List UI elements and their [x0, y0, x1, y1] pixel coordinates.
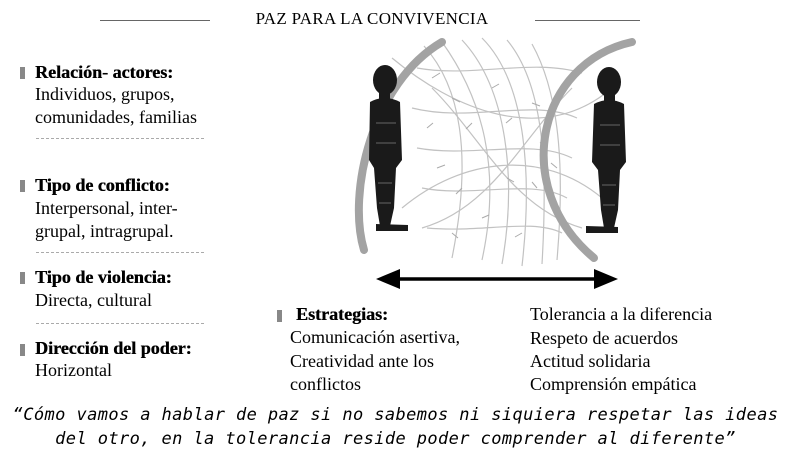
section-heading: Relación- actores:: [35, 62, 174, 82]
section-line: Individuos, grupos,: [35, 84, 175, 104]
bullet-icon: [20, 272, 25, 284]
page-title: PAZ PARA LA CONVIVENCIA: [255, 9, 489, 28]
section-heading: Dirección del poder:: [35, 338, 192, 358]
title-rule-right: [535, 20, 640, 21]
strategy-left-item: Creatividad ante los: [290, 351, 434, 371]
weave-lines: [391, 37, 613, 267]
peace-illustration: [354, 37, 636, 289]
section-heading: Tipo de violencia:: [35, 267, 172, 287]
strategy-right-item: Actitud solidaria: [530, 351, 651, 371]
quote-line: del otro, en la tolerancia reside poder …: [55, 429, 736, 449]
section-heading: Tipo de conflicto:: [35, 175, 170, 195]
double-arrow-icon: [376, 269, 618, 289]
strategy-right-item: Comprensión empática: [530, 374, 697, 394]
bullet-icon: [20, 180, 25, 192]
divider: [36, 138, 204, 139]
right-figure-hatching: [600, 124, 620, 206]
right-figure-icon: [586, 67, 626, 233]
section-line: Horizontal: [35, 360, 112, 380]
left-figure-hatching: [376, 122, 396, 204]
bullet-icon: [277, 310, 282, 322]
title-rule-left: [100, 20, 210, 21]
section-line: comunidades, familias: [35, 107, 197, 127]
strategy-right-item: Tolerancia a la diferencia: [530, 304, 713, 324]
weave-leaves: [426, 72, 558, 239]
section-line: grupal, intragrupal.: [35, 221, 174, 241]
section-line: Interpersonal, inter-: [35, 198, 178, 218]
bullet-icon: [20, 344, 25, 356]
strategy-left-item: Comunicación asertiva,: [290, 327, 460, 347]
divider: [36, 323, 204, 324]
section-line: Directa, cultural: [35, 290, 152, 310]
strategy-left-item: conflictos: [290, 374, 361, 394]
quote-line: “Cómo vamos a hablar de paz si no sabemo…: [12, 405, 779, 425]
left-figure-icon: [369, 65, 408, 231]
strategies-heading: Estrategias:: [296, 304, 388, 324]
strategy-right-item: Respeto de acuerdos: [530, 328, 678, 348]
divider: [36, 252, 204, 253]
right-arc: [539, 38, 636, 262]
bullet-icon: [20, 67, 25, 79]
